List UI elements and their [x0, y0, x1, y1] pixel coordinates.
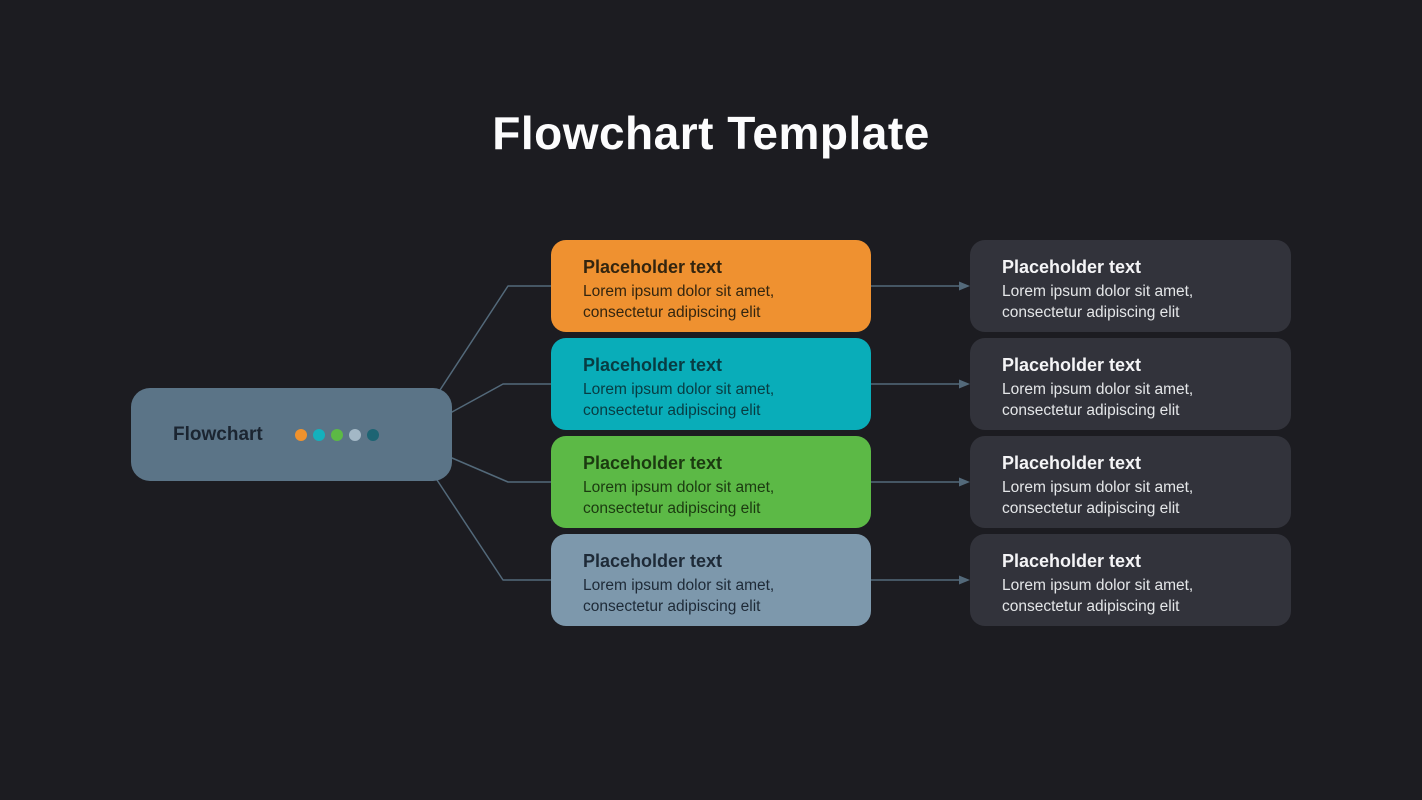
result-node-2[interactable]: Placeholder text Lorem ipsum dolor sit a…: [970, 338, 1291, 430]
dot-cyan-icon: [313, 428, 325, 441]
result-node-1-body: Lorem ipsum dolor sit amet, consectetur …: [1002, 283, 1194, 321]
result-node-4[interactable]: Placeholder text Lorem ipsum dolor sit a…: [970, 534, 1291, 626]
dot-teal-icon: [367, 428, 379, 441]
arrowhead-icon: [959, 379, 970, 389]
step-node-4-title: Placeholder text: [583, 551, 723, 571]
connector-root-to-node-2: [451, 383, 552, 413]
color-dots: [295, 428, 379, 441]
connector-root-to-node-4: [436, 479, 552, 581]
arrowhead-icon: [959, 281, 970, 291]
step-node-1-body: Lorem ipsum dolor sit amet, consectetur …: [583, 283, 775, 321]
result-node-3-title: Placeholder text: [1002, 453, 1142, 473]
connector-root-to-node-1: [439, 285, 552, 391]
connector-root-to-node-3: [451, 457, 552, 483]
result-node-1[interactable]: Placeholder text Lorem ipsum dolor sit a…: [970, 240, 1291, 332]
result-node-4-title: Placeholder text: [1002, 551, 1142, 571]
result-node-2-body: Lorem ipsum dolor sit amet, consectetur …: [1002, 381, 1194, 419]
step-node-4[interactable]: Placeholder text Lorem ipsum dolor sit a…: [551, 534, 871, 626]
arrowhead-icon: [959, 575, 970, 585]
step-node-3-body: Lorem ipsum dolor sit amet, consectetur …: [583, 479, 775, 517]
step-node-2[interactable]: Placeholder text Lorem ipsum dolor sit a…: [551, 338, 871, 430]
step-node-3-title: Placeholder text: [583, 453, 723, 473]
result-node-1-title: Placeholder text: [1002, 257, 1142, 277]
dot-green-icon: [331, 428, 343, 441]
page-title: Flowchart Template: [492, 107, 930, 159]
dot-lightblue-icon: [349, 428, 361, 441]
arrowhead-icon: [959, 477, 970, 487]
step-node-2-title: Placeholder text: [583, 355, 723, 375]
step-node-3[interactable]: Placeholder text Lorem ipsum dolor sit a…: [551, 436, 871, 528]
dot-orange-icon: [295, 428, 307, 441]
result-node-4-body: Lorem ipsum dolor sit amet, consectetur …: [1002, 577, 1194, 615]
root-node-flowchart[interactable]: Flowchart: [131, 388, 452, 481]
step-node-1[interactable]: Placeholder text Lorem ipsum dolor sit a…: [551, 240, 871, 332]
step-node-1-title: Placeholder text: [583, 257, 723, 277]
root-node-label: Flowchart: [173, 423, 263, 445]
step-node-2-body: Lorem ipsum dolor sit amet, consectetur …: [583, 381, 775, 419]
result-node-3[interactable]: Placeholder text Lorem ipsum dolor sit a…: [970, 436, 1291, 528]
result-node-3-body: Lorem ipsum dolor sit amet, consectetur …: [1002, 479, 1194, 517]
step-node-4-body: Lorem ipsum dolor sit amet, consectetur …: [583, 577, 775, 615]
result-node-2-title: Placeholder text: [1002, 355, 1142, 375]
